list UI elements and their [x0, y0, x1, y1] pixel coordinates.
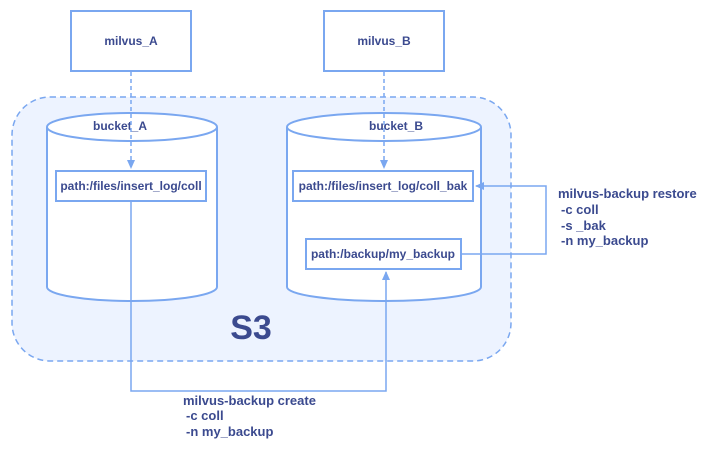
restore-command-line: -s _bak [561, 218, 607, 233]
bucket-a-cylinder [46, 112, 218, 302]
create-command-line: milvus-backup create [183, 393, 316, 408]
restore-command-line: -n my_backup [561, 233, 648, 248]
restore-command-line: milvus-backup restore [558, 186, 697, 201]
milvus-b-label: milvus_B [357, 34, 411, 48]
create-command-line: -c coll [186, 408, 224, 423]
bucket-b-label: bucket_B [369, 119, 423, 133]
path-a-label: path:/files/insert_log/coll [60, 179, 201, 193]
milvus-a-node [70, 10, 192, 72]
create-flow-arrow [130, 201, 390, 392]
path-b-label: path:/files/insert_log/coll_bak [299, 179, 468, 193]
restore-flow-arrow [461, 182, 547, 255]
create-command-line: -n my_backup [186, 424, 273, 439]
path-a-box [55, 170, 207, 202]
restore-command-line: -c coll [561, 202, 599, 217]
create-command: milvus-backup create -c coll -n my_backu… [183, 393, 316, 439]
s3-label: S3 [230, 309, 272, 347]
bucket-b-cylinder [286, 112, 482, 302]
bucket-a-label: bucket_A [93, 119, 147, 133]
milvus-a-label: milvus_A [104, 34, 158, 48]
path-backup-label: path:/backup/my_backup [311, 247, 455, 261]
path-b-box [292, 170, 474, 202]
milvus-b-node [323, 10, 445, 72]
restore-command: milvus-backup restore -c coll -s _bak -n… [558, 186, 697, 248]
